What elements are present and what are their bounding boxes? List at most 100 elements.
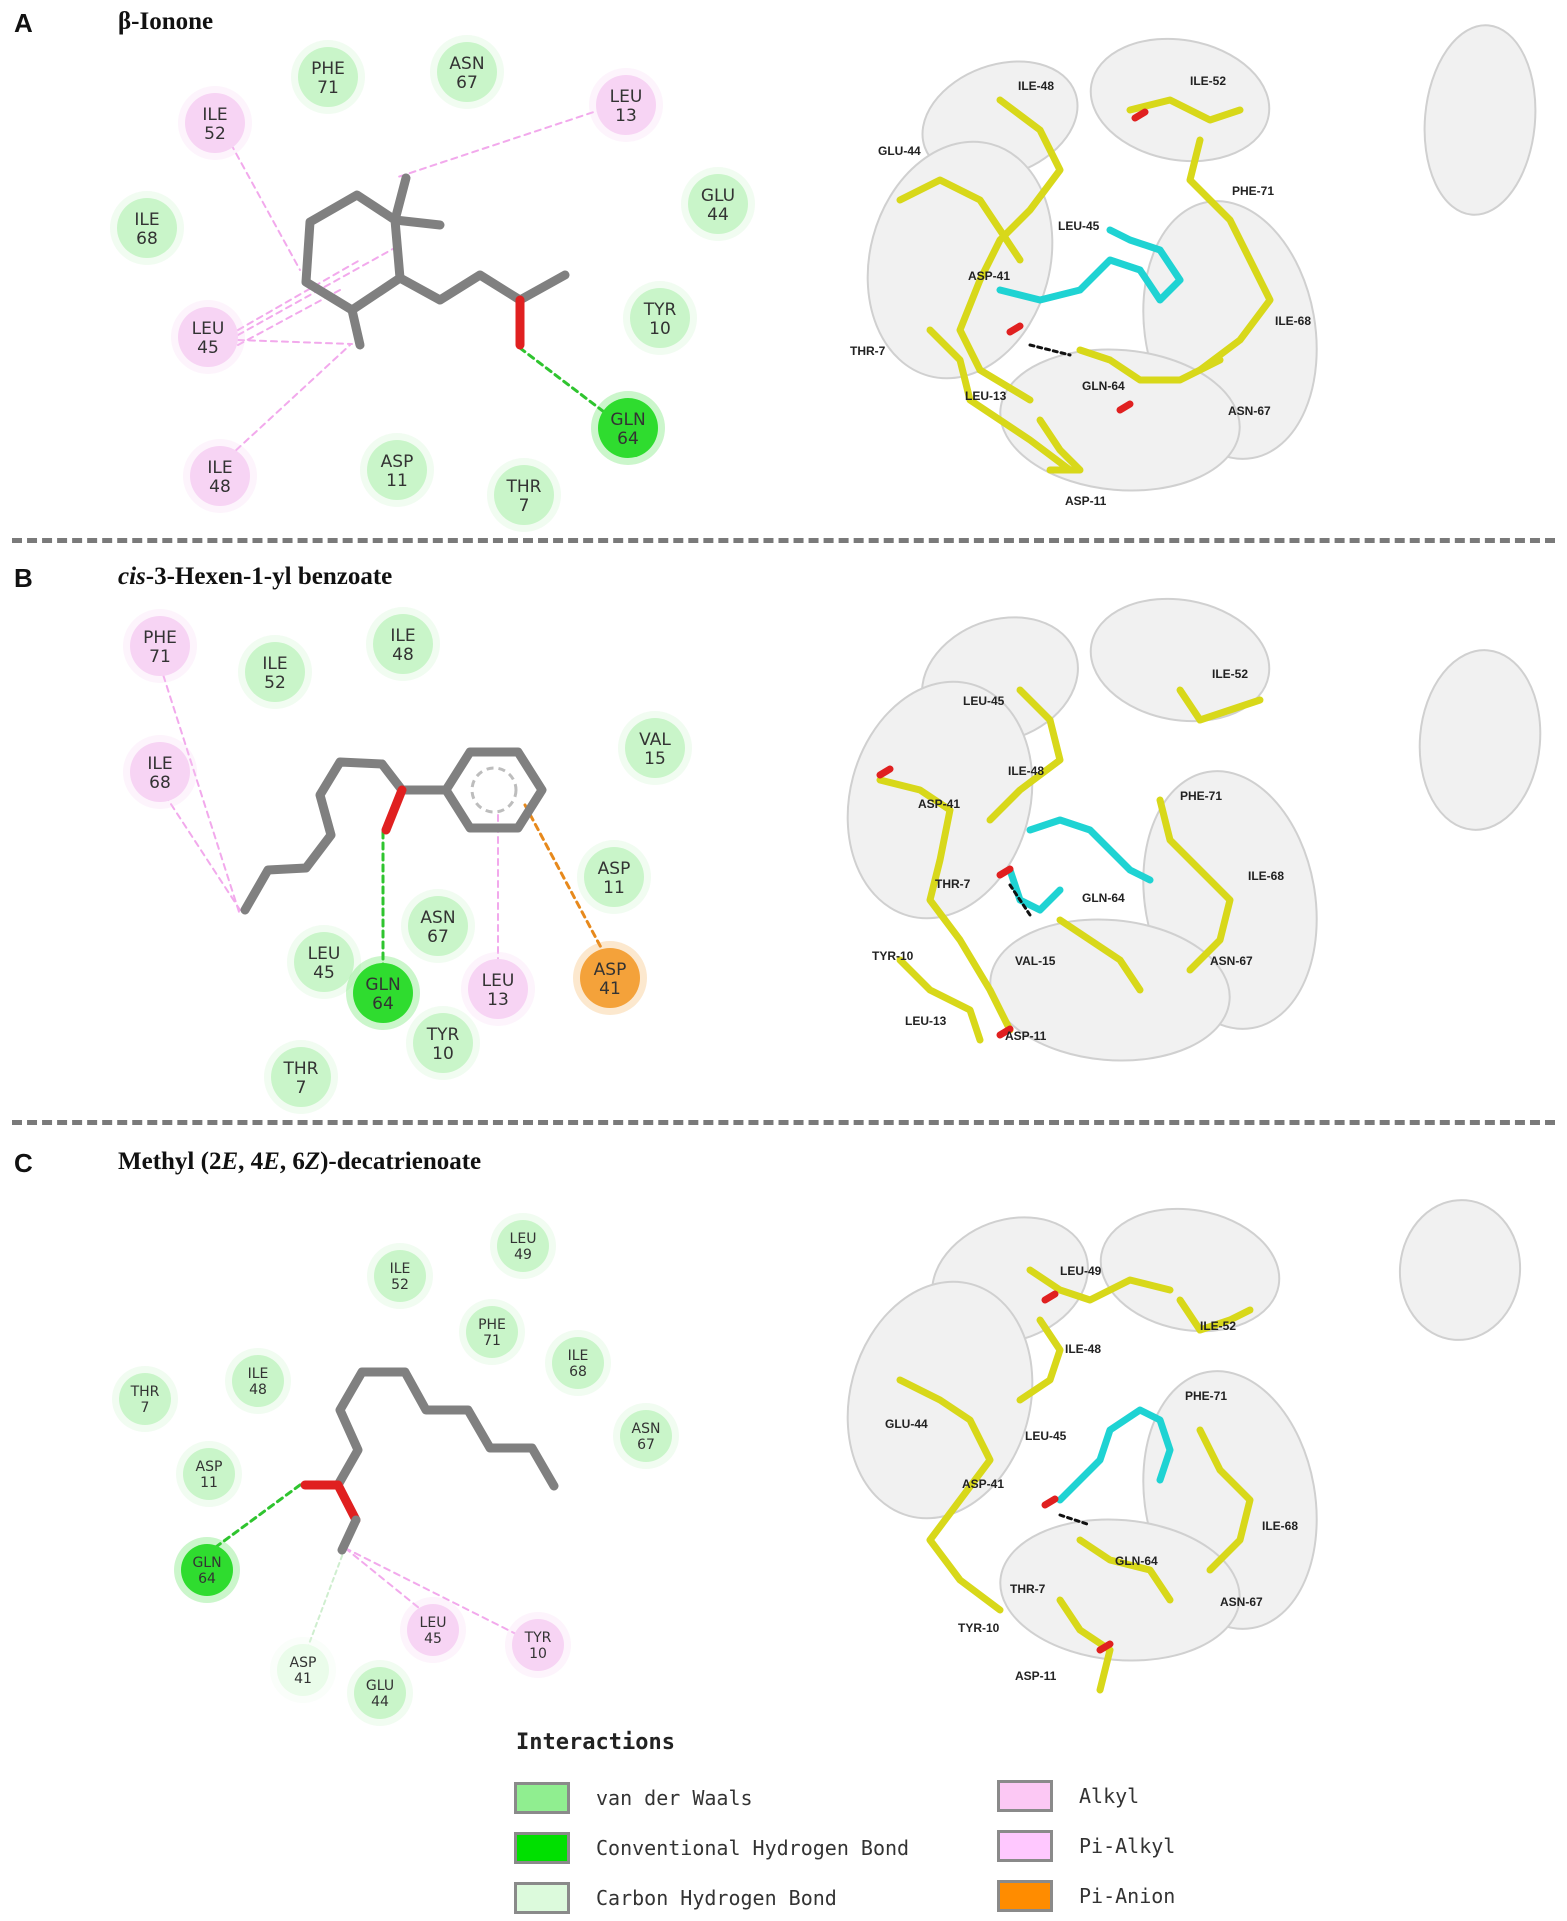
residue-disc <box>190 446 250 506</box>
residue-disc <box>373 614 433 674</box>
residue-disc <box>245 642 305 702</box>
residue-sticks <box>1126 96 1244 124</box>
residue-name: ILE <box>202 105 227 125</box>
panel-a-title: β-Ionone <box>118 8 213 36</box>
residue-number: 48 <box>249 1382 267 1398</box>
residue-sticks <box>926 326 1074 474</box>
residue-number: 68 <box>136 229 158 249</box>
ligand-methyl-bond <box>390 173 411 225</box>
ligand-sticks <box>1056 1406 1174 1504</box>
panel-c-letter: C <box>14 1148 33 1178</box>
residue-number: 71 <box>149 647 171 667</box>
residue-sticks <box>896 1376 1004 1614</box>
residue-number: 45 <box>197 338 219 358</box>
residue-label-leu-45: LEU-45 <box>963 694 1005 708</box>
residue-sticks <box>1076 1536 1174 1604</box>
residue-number: 15 <box>644 749 666 769</box>
residue-name: THR <box>506 477 542 497</box>
alkyl-interaction-line <box>237 259 361 331</box>
residue-disc <box>580 948 640 1008</box>
legend-label: Carbon Hydrogen Bond <box>596 1886 837 1910</box>
residue-disc <box>119 1373 171 1425</box>
panel-title-part: E <box>263 1148 280 1175</box>
legend-item-pi-alkyl: Pi-Alkyl <box>997 1828 1175 1864</box>
ligand-chain-bond <box>395 270 570 305</box>
residue-sticks <box>1156 796 1234 974</box>
panel-title-part: β-Ionone <box>118 8 214 35</box>
residue-label-ile-48: ILE-48 <box>1008 764 1044 778</box>
interactions-legend: Interactions van der Waals Conventional … <box>510 1730 1310 1920</box>
panel-title-part: , 4 <box>238 1148 264 1175</box>
residue-name: LEU <box>610 87 643 107</box>
residue-number: 45 <box>424 1631 442 1647</box>
residue-name: ILE <box>134 210 159 230</box>
residue-sticks <box>1176 1296 1254 1334</box>
residue-sticks <box>1026 1266 1174 1304</box>
residue-number: 64 <box>198 1571 216 1587</box>
residue-sticks <box>1176 686 1264 724</box>
residue-disc <box>598 398 658 458</box>
residue-label-asn-67: ASN-67 <box>1210 954 1253 968</box>
residue-name: LEU <box>192 319 225 339</box>
residue-disc <box>466 1306 518 1358</box>
panel-title-part: Z <box>304 1148 321 1175</box>
legend-item-pi-anion: Pi-Anion <box>997 1878 1175 1914</box>
residue-number: 13 <box>615 106 637 126</box>
residue-disc <box>130 616 190 676</box>
residue-disc <box>277 1644 329 1696</box>
residue-name: GLU <box>366 1678 394 1694</box>
ribbon-helix <box>1089 597 1271 723</box>
residue-number: 7 <box>141 1400 150 1416</box>
residue-sticks <box>986 686 1064 824</box>
residue-disc <box>620 1410 672 1462</box>
panel-a-2d-diagram: ILE52PHE71ASN67LEU13ILE68GLU44LEU45TYR10… <box>110 35 755 532</box>
residue-name: PHE <box>478 1317 506 1333</box>
residue-label-val-15: VAL-15 <box>1015 954 1056 968</box>
panel-title-part: )-decatrienoate <box>320 1148 482 1175</box>
residue-disc <box>468 959 528 1019</box>
residue-label-asp-11: ASP-11 <box>1065 494 1107 508</box>
ligand-sticks <box>1026 816 1154 884</box>
residue-label-ile-48: ILE-48 <box>1065 1342 1101 1356</box>
residue-name: ASP <box>196 1459 223 1475</box>
residue-label-asp-41: ASP-41 <box>968 269 1010 283</box>
oxygen-atom <box>996 1025 1014 1039</box>
residue-name: ASN <box>449 54 484 74</box>
residue-disc <box>625 718 685 778</box>
residue-name: ILE <box>248 1366 269 1382</box>
residue-number: 10 <box>649 319 671 339</box>
alkyl-interaction-line <box>159 664 241 916</box>
residue-name: ASP <box>598 859 631 879</box>
residue-number: 13 <box>487 990 509 1010</box>
residue-number: 7 <box>519 496 530 516</box>
residue-disc <box>408 896 468 956</box>
ribbon-helix <box>999 1518 1241 1662</box>
residue-number: 48 <box>392 645 414 665</box>
residue-label-phe-71: PHE-71 <box>1180 789 1222 803</box>
residue-disc <box>512 1619 564 1671</box>
residue-number: 52 <box>391 1277 409 1293</box>
residue-disc <box>374 1250 426 1302</box>
ribbon-helix <box>989 918 1231 1062</box>
